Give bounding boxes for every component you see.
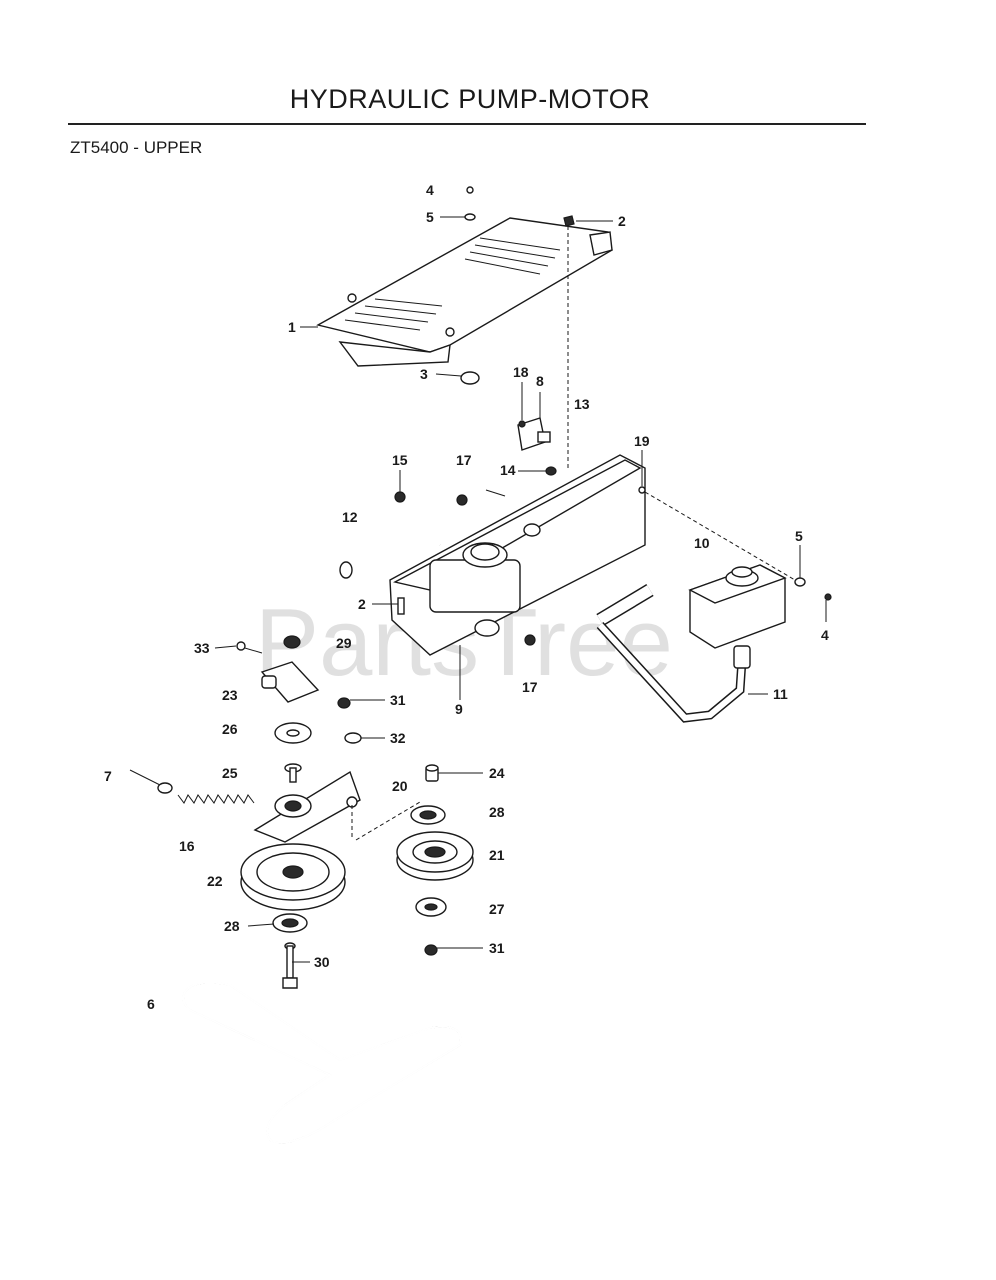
callout-5: 5	[426, 209, 434, 225]
part-21-idler-pulley	[396, 831, 474, 881]
part-33-bolt	[236, 641, 263, 654]
part-22-pulley	[240, 843, 346, 911]
callout-6: 6	[147, 996, 155, 1012]
callout-23: 23	[222, 687, 238, 703]
part-11-hose	[596, 583, 751, 723]
callout-25: 25	[222, 765, 238, 781]
callout-15: 15	[392, 452, 408, 468]
part-5-washer-right	[794, 577, 806, 587]
callout-8: 8	[536, 373, 544, 389]
idler-arm	[253, 770, 361, 843]
callout-1: 1	[288, 319, 296, 335]
part-27-bearing	[415, 897, 447, 917]
callout-17: 17	[456, 452, 472, 468]
part-4-screw-top	[466, 186, 474, 194]
part-25-bushing	[284, 763, 302, 783]
callout-10: 10	[694, 535, 710, 551]
part-7-eyebolt	[129, 769, 173, 794]
callout-2-left: 2	[358, 596, 366, 612]
callout-32: 32	[390, 730, 406, 746]
part-32-washer	[344, 732, 362, 744]
bolt-17	[485, 489, 506, 497]
callout-21: 21	[489, 847, 505, 863]
model-subtitle: ZT5400 - UPPER	[70, 138, 203, 157]
part-9-pump-frame	[389, 454, 646, 656]
callout-29: 29	[336, 635, 352, 651]
callout-17-lower: 17	[522, 679, 538, 695]
callout-11: 11	[773, 686, 788, 702]
part-28-bearing-upper	[410, 805, 446, 825]
callout-18: 18	[513, 364, 529, 380]
callout-30: 30	[314, 954, 330, 970]
callout-33: 33	[194, 640, 210, 656]
part-5-washer-top	[464, 213, 476, 221]
part-30-bolt	[282, 942, 298, 989]
part-18-rivet	[518, 420, 526, 428]
part-14-nut	[545, 466, 557, 476]
part-2-nut-top	[563, 215, 575, 227]
callout-labels: 4 5 2 1 3 18 8 13 15 17 14 19 12 10 5 2 …	[104, 182, 829, 1012]
part-23-bracket	[260, 661, 320, 703]
callout-22: 22	[207, 873, 223, 889]
leader-lines	[214, 216, 827, 963]
part-29-nut	[283, 635, 301, 649]
callout-7: 7	[104, 768, 112, 784]
part-2-pin-left	[397, 597, 405, 615]
part-17-nut-upper	[456, 494, 468, 506]
part-28-bearing-lower	[272, 913, 308, 933]
callout-28: 28	[489, 804, 505, 820]
part-3-bumper	[460, 371, 480, 385]
part-19-screw	[638, 486, 646, 494]
leader-19-dashed	[644, 491, 796, 581]
callout-4-right: 4	[821, 627, 829, 643]
callout-2: 2	[618, 213, 626, 229]
part-24-spacer	[425, 764, 439, 782]
callout-20: 20	[392, 778, 408, 794]
callout-13: 13	[574, 396, 590, 412]
part-1-cover-plate	[316, 217, 613, 367]
callout-5-right: 5	[795, 528, 803, 544]
part-16-spring	[177, 794, 255, 804]
callout-4: 4	[426, 182, 434, 198]
part-10-reservoir	[688, 564, 787, 649]
callout-3: 3	[420, 366, 428, 382]
part-6-belt	[182, 981, 462, 1144]
callout-28-lower: 28	[224, 918, 240, 934]
callout-12: 12	[342, 509, 358, 525]
callout-24: 24	[489, 765, 505, 781]
callout-31: 31	[390, 692, 406, 708]
title-rule	[68, 123, 866, 125]
callout-31-lower: 31	[489, 940, 505, 956]
part-17-nut-lower	[524, 634, 536, 646]
callout-19: 19	[634, 433, 650, 449]
callout-14: 14	[500, 462, 516, 478]
page-title: HYDRAULIC PUMP-MOTOR	[289, 84, 651, 114]
part-15-fitting	[394, 491, 406, 503]
callout-26: 26	[222, 721, 238, 737]
callout-16: 16	[179, 838, 195, 854]
part-12-hose	[339, 527, 442, 579]
part-4-screw-right	[824, 593, 832, 601]
part-31-nut-lower	[424, 944, 438, 956]
part-31-nut-upper	[337, 697, 351, 709]
callout-27: 27	[489, 901, 505, 917]
idler-dashed-line	[355, 801, 421, 841]
part-26-hole	[286, 729, 300, 737]
callout-9: 9	[455, 701, 463, 717]
